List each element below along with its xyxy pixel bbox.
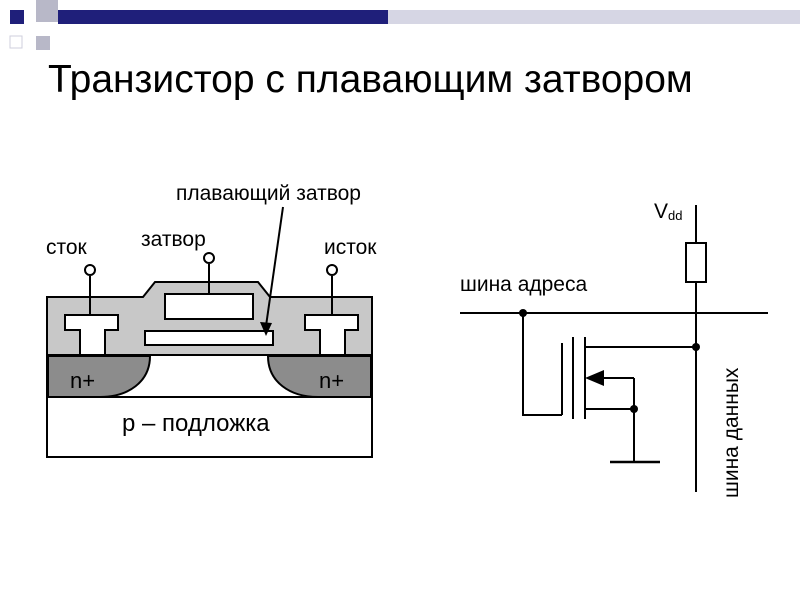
n-plus-left-label: n+ [70,368,95,393]
drain-label: сток [46,236,88,259]
drain-terminal [84,264,96,276]
n-plus-right-label: n+ [319,368,344,393]
slide-title: Транзистор с плавающим затвором [48,58,693,101]
deco-square [36,0,58,22]
resistor [685,242,707,283]
deco-square [10,10,24,24]
deco-square [36,36,50,50]
deco-square [9,35,23,49]
gate-wire [522,313,562,416]
vdd-label: Vdd [654,200,682,223]
floating-gate [144,330,274,346]
control-gate [164,293,254,320]
n-plus-left [47,355,152,398]
circuit-schematic: Vdd шина адреса шина данных [460,200,768,498]
address-bus-label: шина адреса [460,273,587,296]
substrate-label: p – подложка [122,410,270,437]
substrate-arrow-head [585,370,604,386]
corner-decoration [9,0,800,50]
data-bus-label: шина данных [720,367,743,498]
p-substrate [46,396,373,458]
source-label: исток [324,236,377,259]
floating-gate-label: плавающий затвор [176,182,361,205]
floating-gate-pointer [265,206,284,327]
gate-label: затвор [141,228,206,251]
drain-junction-dot [692,343,700,351]
gate-terminal [203,252,215,264]
source-contact [304,314,359,356]
floating-gate-pointer-head [260,322,272,336]
vdd-subscript: dd [668,208,682,223]
source-terminal [326,264,338,276]
drain-contact [64,314,119,356]
n-plus-right [266,355,372,398]
deco-bar [58,10,388,24]
transistor-cross-section: плавающий затвор затвор сток исток n+ n+… [46,182,377,458]
